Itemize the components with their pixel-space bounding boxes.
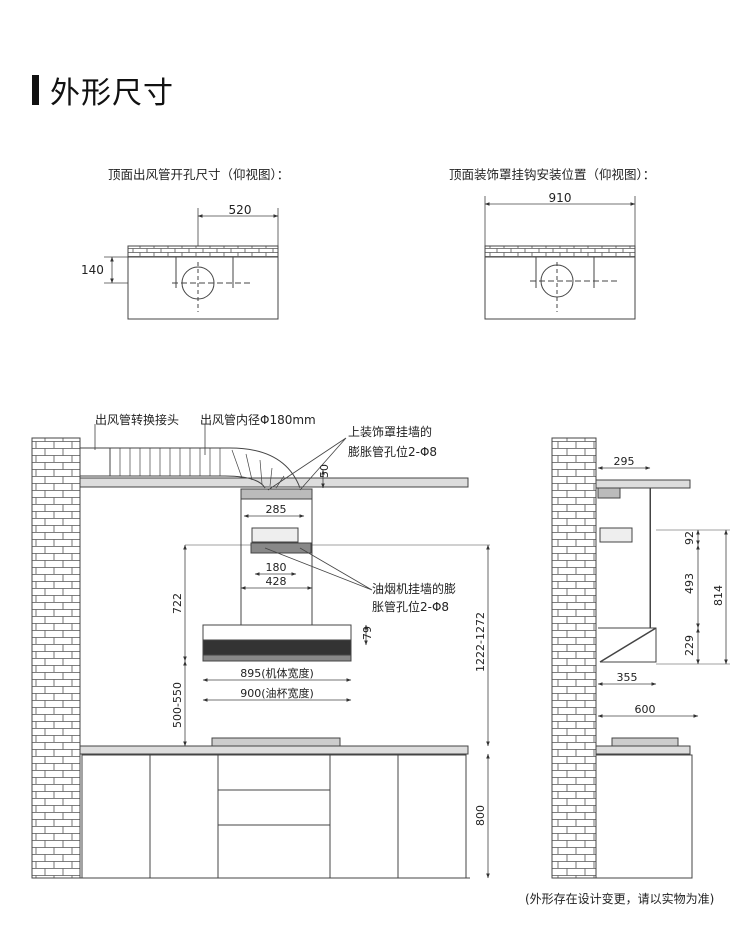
countertop [79,745,469,755]
dim-895: 895(机体宽度) [240,666,314,680]
dim-500-550: 500-550 [171,682,184,728]
ceiling-slab [79,477,469,488]
dim-1222-1272: 1222-1272 [474,612,487,672]
label-duct-diameter: 出风管内径Φ180mm [200,412,316,427]
dim-900: 900(油杯宽度) [240,686,314,700]
caption-cover-hook: 顶面装饰罩挂钩安装位置（仰视图）： [449,167,656,182]
top-view-cover-hook [484,196,636,320]
label-cover-holes-2: 膨胀管孔位2-Φ8 [348,444,437,459]
dim-229: 229 [683,635,696,656]
page-title: 外形尺寸 [50,76,174,111]
dim-520: 520 [229,203,252,217]
footer-disclaimer: (外形存在设计变更，请以实物为准) [525,892,715,906]
ceiling-brick-strip [127,245,279,258]
label-hood-holes-2: 胀管孔位2-Φ8 [372,599,449,614]
front-view [31,424,490,879]
label-hood-holes-1: 油烟机挂墙的膨 [372,581,456,596]
side-view [551,437,730,879]
dim-92: 92 [683,531,696,545]
cabinet-door-1 [81,754,151,879]
cabinet-door-2 [149,754,219,879]
label-cover-holes-1: 上装饰罩挂墙的 [348,424,432,439]
hood-side-profile [598,627,657,663]
dim-800: 800 [474,805,487,826]
dim-910: 910 [549,191,572,205]
wall-brick-right [551,437,597,879]
gas-stove [211,737,341,747]
dim-493: 493 [683,573,696,594]
dim-814: 814 [712,585,725,606]
flex-duct [110,447,301,489]
countertop-side [595,745,691,755]
wall-brick-left [31,437,81,879]
ceiling-slab-side [595,479,691,489]
dim-285: 285 [266,503,287,516]
caption-duct-hole: 顶面出风管开孔尺寸（仰视图）： [108,167,290,182]
cover-bracket [240,488,313,500]
hood-wall-bracket [250,542,312,554]
dim-140: 140 [81,263,104,277]
dim-600: 600 [635,703,656,716]
dim-428: 428 [266,575,287,588]
motor-top [251,527,299,543]
hood-top-outline-2 [484,256,636,320]
dim-355: 355 [617,671,638,684]
title-accent-bar [32,75,39,105]
hood-panel [202,624,352,641]
dim-722: 722 [171,593,184,614]
dim-79: 79 [361,626,374,640]
cabinet-drawers [217,754,331,879]
ceiling-brick-strip-2 [484,245,636,258]
hood-body [202,639,352,656]
dim-295: 295 [614,455,635,468]
oil-cup [202,654,352,662]
label-duct-connector: 出风管转换接头 [95,412,179,427]
duct-connector [79,447,111,477]
cabinet-door-3 [329,754,399,879]
dim-50: 50 [318,464,331,478]
cabinet-door-4 [397,754,467,879]
dim-180: 180 [266,561,287,574]
hood-top-outline [127,256,279,320]
top-view-duct-hole [104,208,279,320]
